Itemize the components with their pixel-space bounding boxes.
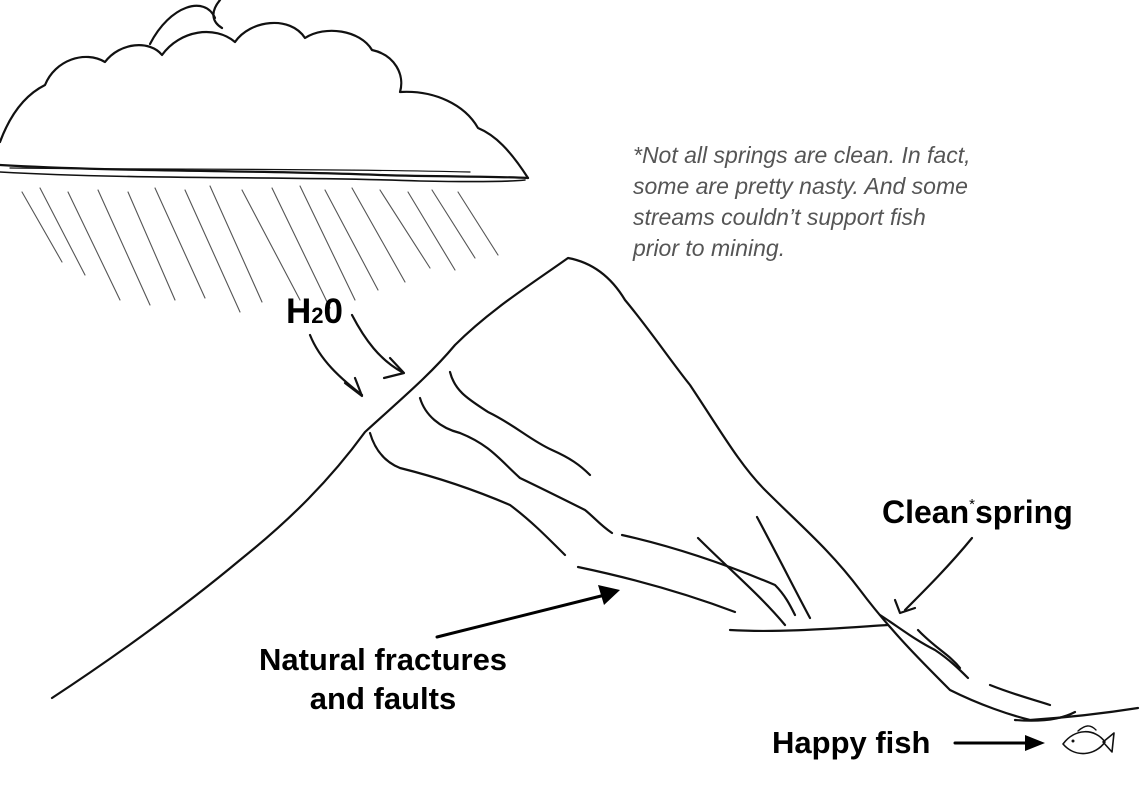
rain-icon [21, 185, 499, 313]
happy-fish-label: Happy fish [772, 725, 931, 760]
clean-spring-arrow [893, 536, 974, 615]
footnote-text: *Not all springs are clean. In fact, som… [633, 140, 1053, 264]
happy-fish-arrow [953, 735, 1045, 751]
natural-fractures-line-2: and faults [309, 681, 457, 716]
cloud-icon [0, 0, 530, 183]
h2o-subscript: 2 [311, 303, 324, 328]
fish-icon [1062, 725, 1115, 755]
footnote-marker: * [969, 496, 975, 513]
natural-fractures-label: Natural fractures and faults [238, 640, 528, 718]
natural-fractures-line-1: Natural fractures [258, 642, 508, 677]
mountain-icon [50, 256, 1140, 722]
h2o-label: H20 [286, 292, 343, 331]
footnote-line-3: streams couldn’t support fish [633, 204, 926, 230]
fractures-arrow [435, 585, 620, 639]
footnote-line-1: *Not all springs are clean. In fact, [633, 142, 971, 168]
footnote-line-4: prior to mining. [633, 235, 786, 261]
footnote-line-2: some are pretty nasty. And some [633, 173, 968, 199]
clean-spring-label: Clean*spring [882, 494, 1073, 530]
